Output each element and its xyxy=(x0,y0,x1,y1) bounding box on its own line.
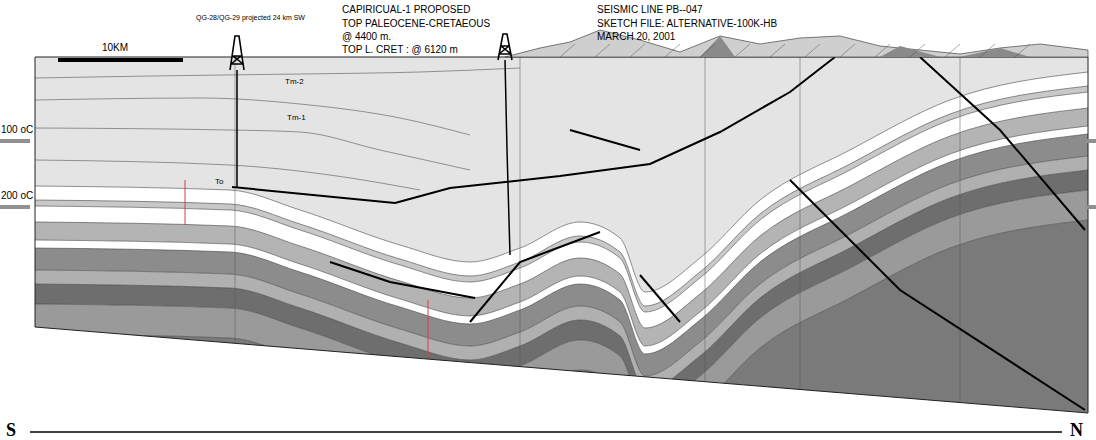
fault-line xyxy=(232,187,395,203)
relief-line xyxy=(875,44,890,57)
section-body xyxy=(35,40,1088,440)
horizon-line xyxy=(35,98,470,135)
fault-line xyxy=(790,180,1085,410)
text-label: To xyxy=(213,178,225,187)
fault-line xyxy=(330,262,475,298)
relief-line xyxy=(700,44,715,57)
scale-bar xyxy=(58,58,183,62)
section-outline xyxy=(35,57,1088,413)
fault-line xyxy=(395,57,835,203)
text-label: @ 4400 m. xyxy=(342,31,391,42)
text-label: SEISMIC LINE PB--047 xyxy=(597,4,703,15)
temperature-tick xyxy=(0,139,30,143)
grid-line xyxy=(960,57,961,420)
mountain-strip xyxy=(960,48,1030,57)
well-path xyxy=(505,60,510,255)
horizon-line xyxy=(35,160,420,190)
horizon-line xyxy=(35,128,470,170)
text-label: 200 oC xyxy=(1,190,33,201)
relief-line xyxy=(910,44,925,57)
text-label: Tm-1 xyxy=(285,114,308,123)
relief-line xyxy=(980,44,995,57)
horizon-line xyxy=(35,220,1088,440)
grid-line xyxy=(520,57,521,420)
grid-line xyxy=(235,57,236,420)
temperature-tick xyxy=(1086,205,1096,209)
relief-line xyxy=(805,44,820,57)
text-label: CAPIRICUAL-1 PROPOSED xyxy=(342,4,470,15)
horizon-line xyxy=(35,68,520,78)
text-label: SKETCH FILE: ALTERNATIVE-100K-HB xyxy=(597,18,777,29)
derrick-symbol xyxy=(498,34,512,60)
text-label: MARCH 20, 2001 xyxy=(597,31,675,42)
relief-line xyxy=(840,44,855,57)
mountain-strip xyxy=(880,46,940,57)
fault-line xyxy=(570,130,640,150)
relief-line xyxy=(945,44,960,57)
relief-line xyxy=(770,44,785,57)
relief-line xyxy=(1015,44,1030,57)
relief-line xyxy=(595,44,610,57)
text-label: TOP PALEOCENE-CRETAEOUS xyxy=(342,18,490,29)
well-path xyxy=(236,70,238,187)
derrick-symbol xyxy=(230,36,244,70)
marker-line xyxy=(185,180,186,225)
text-label: QG-28/QG-29 projected 24 km SW xyxy=(196,14,305,22)
text-label: S xyxy=(6,421,16,440)
grid-line xyxy=(800,57,801,420)
relief-line xyxy=(735,44,750,57)
text-label: 10KM xyxy=(102,42,128,53)
relief-line xyxy=(630,44,645,57)
marker-line xyxy=(428,300,429,380)
mountain-relief xyxy=(505,30,1088,57)
mountain-strip xyxy=(700,36,735,57)
relief-line xyxy=(560,44,575,57)
temperature-tick xyxy=(0,205,30,209)
text-label: 100 oC xyxy=(1,124,33,135)
orientation-line xyxy=(30,431,1062,433)
fault-line xyxy=(920,57,1085,230)
fault-line xyxy=(470,232,600,322)
text-label: N xyxy=(1070,421,1083,440)
text-label: TOP L. CRET : @ 6120 m xyxy=(342,44,458,55)
strata-band xyxy=(35,220,1088,440)
temperature-tick xyxy=(1086,139,1096,143)
fault-line xyxy=(640,275,680,322)
text-label: Tm-2 xyxy=(283,78,306,87)
grid-line xyxy=(705,57,706,420)
relief-line xyxy=(665,44,680,57)
